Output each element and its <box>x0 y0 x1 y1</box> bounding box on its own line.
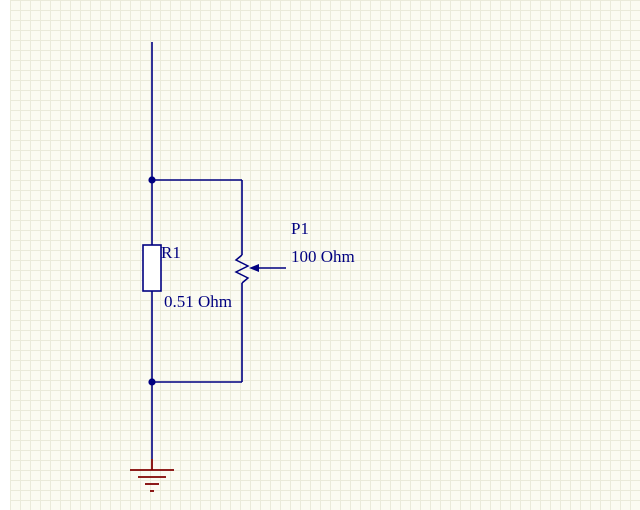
potentiometer-p1-symbol[interactable] <box>234 254 286 284</box>
pot-zigzag <box>234 254 250 284</box>
p1-designator-label[interactable]: P1 <box>291 219 309 238</box>
r1-value-label[interactable]: 0.51 Ohm <box>164 292 232 311</box>
junction-dot <box>148 176 156 184</box>
pot-wiper-arrow-icon <box>249 264 259 272</box>
junction-dot <box>148 378 156 386</box>
p1-value-label[interactable]: 100 Ohm <box>291 247 355 266</box>
r1-designator-label[interactable]: R1 <box>161 243 181 262</box>
sheet-left-margin <box>0 0 10 510</box>
resistor-r1-symbol[interactable] <box>142 244 162 292</box>
ground-symbol[interactable] <box>130 459 174 492</box>
